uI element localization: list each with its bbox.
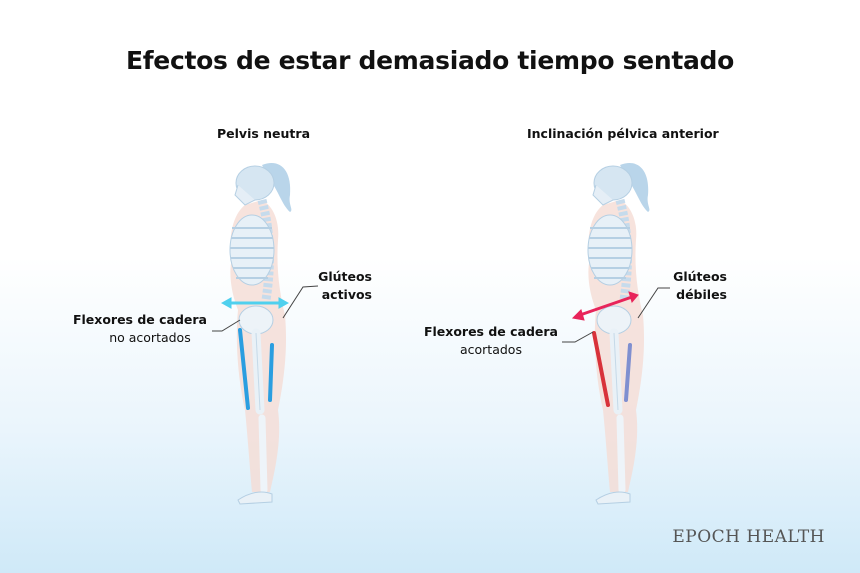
flexors-label-line2: acortados xyxy=(459,342,522,357)
flexors-label-line2: no acortados xyxy=(109,330,191,345)
pelvis-level-arrow xyxy=(220,297,290,309)
glutes-label-line2: activos xyxy=(321,287,372,302)
leader-line-glutes-tilted xyxy=(637,287,670,319)
panel-subtitle-neutral: Pelvis neutra xyxy=(217,126,310,141)
leader-line-flexors-tilted xyxy=(562,331,594,343)
hip-flexor-muscle-shortened xyxy=(592,331,610,407)
glutes-label-line2: débiles xyxy=(676,287,727,302)
flexors-label-line1: Flexores de cadera xyxy=(423,324,558,339)
epoch-health-logo: EPOCH HEALTH xyxy=(672,527,825,547)
page-title: Efectos de estar demasiado tiempo sentad… xyxy=(125,46,735,75)
glutes-label-line1: Glúteos xyxy=(318,269,372,284)
flexors-label-line1: Flexores de cadera xyxy=(72,312,207,327)
glutes-label-tilted: Glúteos débiles xyxy=(673,268,727,304)
flexors-label-tilted: Flexores de cadera acortados xyxy=(424,323,558,359)
hamstring-muscle-neutral xyxy=(268,343,274,402)
glutes-label-neutral: Glúteos activos xyxy=(318,268,372,304)
hamstring-muscle-weak xyxy=(624,343,632,402)
pelvis-tilt-arrow xyxy=(571,291,639,321)
leader-line-glutes-neutral xyxy=(282,285,319,319)
hip-flexor-muscle-neutral xyxy=(238,328,250,410)
leader-line-flexors-neutral xyxy=(212,319,241,332)
panel-subtitle-anterior-tilt: Inclinación pélvica anterior xyxy=(527,126,719,141)
flexors-label-neutral: Flexores de cadera no acortados xyxy=(73,311,207,347)
glutes-label-line1: Glúteos xyxy=(673,269,727,284)
skeleton-figure-tilted xyxy=(588,163,649,504)
